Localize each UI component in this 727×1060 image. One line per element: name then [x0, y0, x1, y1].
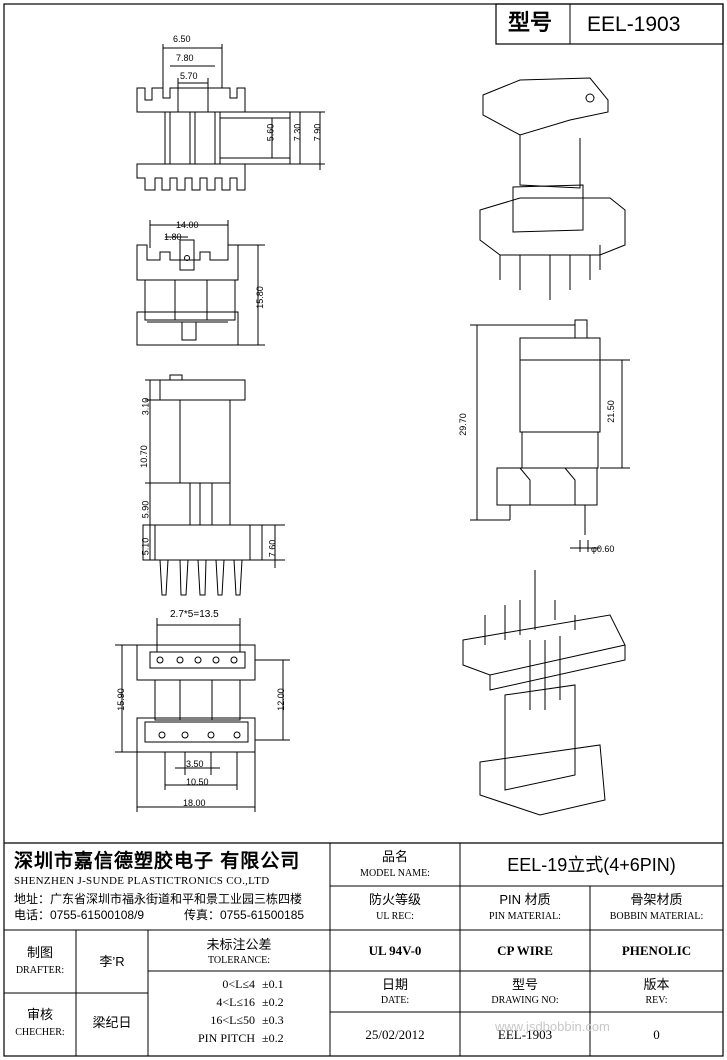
tolerance-range: 16<L≤50: [210, 1013, 255, 1027]
dim-label: 3.50: [186, 759, 204, 769]
company-name-cn: 深圳市嘉信德塑胶电子 有限公司: [14, 851, 301, 872]
company-address: 地址：广东省深圳市福永街道和平和景工业园三栋四楼: [14, 892, 303, 906]
dim-label: 2.7*5=13.5: [170, 609, 219, 620]
bobbin-material-label-en: BOBBIN MATERIAL:: [609, 911, 704, 922]
front-view-2: [136, 220, 265, 346]
date-label-cn: 日期: [381, 977, 408, 992]
type-label: 型号: [508, 10, 553, 35]
side-view-top: [136, 44, 325, 191]
model-name-label-cn: 品名: [381, 849, 408, 864]
dim-label: 15.80: [254, 286, 265, 309]
dim-label: 12.00: [275, 688, 286, 711]
drawing-no-value: EEL-1903: [497, 1027, 553, 1042]
dim-label: 7.30: [292, 123, 303, 142]
isometric-view-bottom: [462, 570, 626, 816]
rev-label-cn: 版本: [643, 977, 670, 992]
dim-label: 15.90: [115, 688, 126, 711]
ul-label-cn: 防火等级: [368, 892, 421, 907]
title-block-grid: [4, 842, 723, 1056]
dim-label: 10.50: [186, 777, 209, 787]
ul-value: UL 94V-0: [368, 943, 422, 958]
drawing-no-label-en: DRAWING NO:: [491, 995, 559, 1006]
drawing-no-label-cn: 型号: [511, 977, 538, 992]
dim-label: 5.10: [140, 537, 151, 556]
bobbin-material-label-cn: 骨架材质: [630, 892, 683, 907]
tolerance-value: ±0.2: [262, 995, 284, 1009]
company-name-en: SHENZHEN J-SUNDE PLASTICTRONICS CO.,LTD: [14, 875, 270, 887]
date-value: 25/02/2012: [365, 1027, 425, 1042]
dim-label: 10.70: [138, 445, 149, 468]
dim-label: 7.90: [312, 123, 323, 142]
checker-label-en: CHECHER:: [15, 1027, 65, 1038]
side-view-right: [470, 319, 630, 552]
watermark: www.jsdbobbin.com: [495, 1019, 610, 1034]
date-label-en: DATE:: [380, 995, 410, 1006]
rev-label-en: REV:: [645, 995, 668, 1006]
dim-label: 7.60: [267, 539, 278, 558]
tolerance-range: 4<L≤16: [216, 995, 255, 1009]
dim-label: 3.10: [140, 397, 151, 416]
pin-material-value: CP WIRE: [497, 943, 553, 958]
dim-label: 1.80: [164, 232, 182, 242]
front-view-3: [142, 374, 285, 596]
drafter-value: 李’R: [99, 954, 125, 969]
dim-label: φ0.60: [591, 544, 615, 554]
checker-label-cn: 审核: [26, 1007, 53, 1022]
model-name-value: EEL-19立式(4+6PIN): [507, 855, 676, 875]
rev-value: 0: [653, 1027, 660, 1042]
pin-material-label-en: PIN MATERIAL:: [489, 911, 561, 922]
tolerance-range: 0<L≤4: [222, 977, 255, 991]
bobbin-material-value: PHENOLIC: [621, 943, 692, 958]
dim-label: 7.80: [176, 53, 194, 63]
drafter-label-cn: 制图: [26, 945, 53, 960]
ul-label-en: UL REC:: [376, 911, 414, 922]
isometric-view-top: [479, 77, 626, 300]
tolerance-value: ±0.2: [262, 1031, 284, 1045]
checker-value: 梁纪日: [92, 1015, 132, 1030]
tolerance-value: ±0.1: [262, 977, 284, 991]
company-fax: 传真：0755-61500185: [184, 908, 305, 922]
dim-label: 29.70: [457, 413, 468, 436]
bottom-view: [115, 618, 290, 812]
pin-material-label-cn: PIN 材质: [499, 892, 551, 907]
model-number: EEL-1903: [587, 13, 681, 36]
tolerance-value: ±0.3: [262, 1013, 284, 1027]
dim-label: 18.00: [183, 798, 206, 808]
tolerance-label-en: TOLERANCE:: [207, 955, 271, 966]
drafter-label-en: DRAFTER:: [15, 965, 65, 976]
tolerance-label-cn: 未标注公差: [206, 937, 272, 952]
company-phone: 电话：0755-61500108/9: [14, 908, 145, 922]
model-name-label-en: MODEL NAME:: [360, 868, 430, 879]
dim-label: 5.60: [265, 123, 276, 142]
dim-label: 14.00: [176, 220, 199, 230]
dim-label: 5.70: [180, 71, 198, 81]
dim-label: 21.50: [605, 400, 616, 423]
tolerance-range: PIN PITCH: [197, 1031, 255, 1045]
dim-label: 5.90: [140, 500, 151, 519]
dim-label: 6.50: [173, 34, 191, 44]
